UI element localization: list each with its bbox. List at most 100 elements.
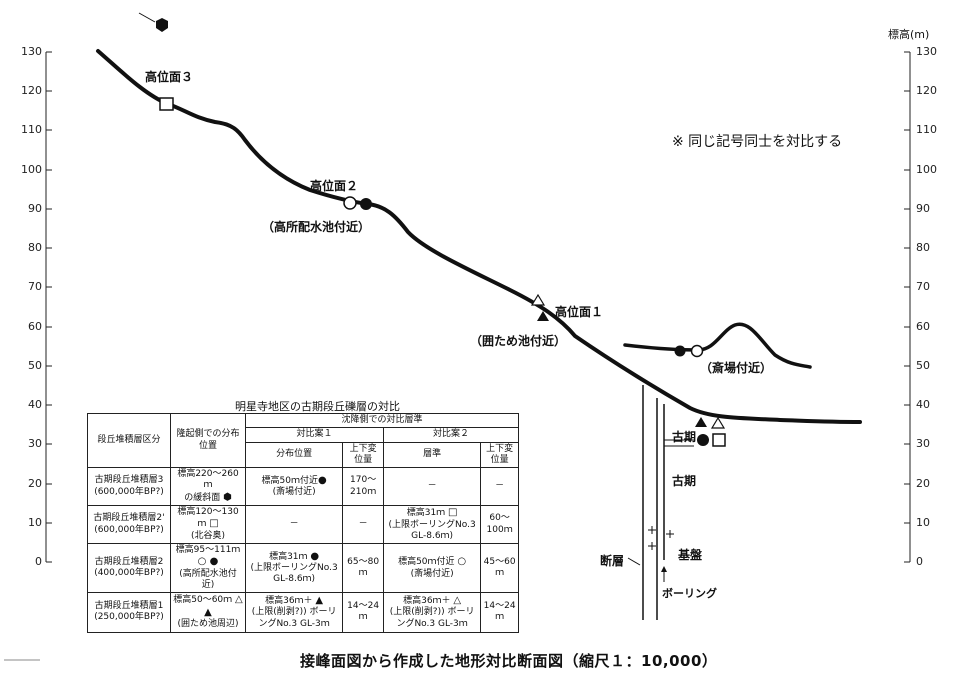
table-cell: 標高50ｍ付近●(斎場付近): [244, 467, 344, 506]
cell-text: (上限ボーリングNo.3 GL-8.6ｍ): [250, 563, 338, 585]
table-cell: －: [382, 467, 482, 506]
table-header-row: 分布位置 上下変位量 層準 上下変位量: [88, 441, 519, 468]
right-tick: 50: [916, 359, 930, 372]
header-cell: 層準: [382, 441, 482, 468]
label-kouiimen1: 高位面１: [555, 305, 604, 319]
left-tick: 70: [28, 280, 42, 293]
table-row: 古期段丘堆積層1(250,000年BP?) 標高50～60ｍ △ ▲(囲ため池周…: [87, 592, 519, 633]
terrain-profile-line: [96, 49, 862, 424]
header-cell: 対比案１: [245, 427, 384, 443]
header-cell: 上下変位量: [342, 441, 384, 468]
symbol-icon: ○: [457, 556, 467, 568]
cell-text: 古期段丘堆積層1: [94, 601, 164, 612]
table-cell: 45～60ｍ: [480, 542, 519, 594]
left-tick: 10: [28, 516, 42, 529]
comparison-table: 段丘堆積層区分 隆起側での分布位置 沈降側での対比層準 対比案１ 対比案２ 分布…: [87, 412, 519, 633]
label-kiban: 基盤: [678, 548, 703, 562]
label-kouiimen1-location: （囲ため池付近）: [470, 334, 567, 348]
header-cell: 段丘堆積層区分: [87, 413, 171, 468]
right-tick: 110: [916, 123, 937, 136]
open-circle-symbol-high2: [343, 196, 357, 210]
table-row: 古期段丘堆積層2(400,000年BP?) 標高95～111ｍ ○ ●(高所配水…: [87, 542, 519, 594]
table-cell: －: [480, 467, 519, 506]
saijo-ridge-line: [623, 322, 812, 369]
label-boring: ボーリング: [662, 587, 717, 600]
cell-text: 標高50ｍ付近: [398, 557, 455, 568]
right-axis-ticks: [904, 51, 910, 563]
label-kouiimen3: 高位面３: [145, 70, 194, 84]
header-cell: 分布位置: [244, 441, 344, 468]
cell-text: (高所配水池付近): [179, 568, 237, 590]
cell-text: 標高95～111ｍ: [175, 545, 241, 555]
table-cell: 標高95～111ｍ ○ ●(高所配水池付近): [170, 542, 246, 594]
left-tick: 0: [35, 555, 42, 568]
table-cell: 標高50～60ｍ △ ▲(囲ため池周辺): [170, 592, 246, 633]
table-cell: 標高31ｍ □(上限ボーリングNo.3 GL-8.6ｍ): [382, 505, 482, 544]
cell-text: (600,000年BP?): [94, 486, 164, 497]
cell-text: 標高120～130ｍ: [177, 507, 239, 530]
right-tick: 70: [916, 280, 930, 293]
cell-text: 標高36ｍ＋: [265, 595, 313, 606]
table-cell: 14～24ｍ: [480, 592, 519, 633]
symbol-icon: □: [448, 507, 458, 518]
boring-arrow-head: [661, 566, 667, 572]
left-tick: 90: [28, 202, 42, 215]
filled-triangle-symbol-high1: [537, 311, 549, 321]
symbol-icon: □: [209, 518, 219, 530]
table-cell: 古期段丘堆積層2'(600,000年BP?): [87, 505, 171, 544]
right-tick: 120: [916, 84, 937, 97]
left-tick: 100: [21, 163, 42, 176]
cell-text: －: [427, 480, 437, 491]
filled-circle-symbol-boring: [697, 434, 709, 446]
fault-pointer: [627, 557, 641, 566]
left-tick: 110: [21, 123, 42, 136]
filled-circle-symbol-saijo: [674, 345, 686, 357]
left-axis-ticks: [46, 51, 52, 563]
table-cell: 60～100ｍ: [480, 505, 519, 544]
table-cell: 標高36ｍ＋ △(上限(削剥?)) ボーリングNo.3 GL-3ｍ: [382, 592, 482, 633]
comparison-note: ※ 同じ記号同士を対比する: [672, 134, 843, 150]
cell-text: (北谷奥): [190, 530, 226, 541]
header-cell: 対比案２: [383, 427, 519, 443]
right-tick: 20: [916, 477, 930, 490]
cell-text: 標高220～260ｍ: [177, 469, 239, 491]
open-triangle-symbol-high1: [530, 293, 546, 306]
cell-text: 古期段丘堆積層3: [94, 475, 164, 486]
table-cell: 古期段丘堆積層3(600,000年BP?): [87, 467, 171, 506]
header-cell: 沈降側での対比層準: [245, 412, 519, 429]
filled-circle-symbol-high2: [360, 198, 372, 210]
cell-text: 古期段丘堆積層2: [94, 556, 164, 567]
cell-text: (上限ボーリングNo.3 GL-8.6ｍ): [388, 519, 476, 541]
right-tick: 80: [916, 241, 930, 254]
label-koki-lower: 古期: [672, 474, 697, 488]
filled-triangle-symbol-boring: [695, 417, 707, 427]
cell-text: 標高31ｍ: [269, 551, 308, 562]
label-dansou: 断層: [600, 554, 625, 568]
right-tick: 90: [916, 202, 930, 215]
table-cell: －: [244, 505, 344, 544]
label-kouiimen2-location: （高所配水池付近）: [262, 220, 371, 234]
table-cell: 標高120～130ｍ □(北谷奥): [170, 505, 246, 544]
right-tick: 0: [916, 555, 923, 568]
hexagon-symbol: [156, 18, 168, 32]
table-cell: 65～80ｍ: [342, 542, 384, 594]
cell-text: 標高50～60ｍ: [173, 595, 233, 606]
symbol-icon: △ ▲: [204, 594, 243, 618]
cell-text: (斎場付近): [410, 568, 454, 579]
table-cell: －: [342, 505, 384, 544]
symbol-icon: ▲: [315, 594, 324, 606]
label-kouiimen2: 高位面２: [310, 179, 359, 193]
table-cell: 古期段丘堆積層1(250,000年BP?): [87, 592, 171, 633]
right-axis-title: 標高(m): [888, 28, 930, 41]
right-tick: 30: [916, 437, 930, 450]
right-tick: 100: [916, 163, 937, 176]
cell-text: 標高36ｍ＋: [403, 595, 451, 606]
cell-text: (400,000年BP?): [94, 568, 164, 579]
cell-text: (600,000年BP?): [94, 524, 164, 535]
symbol-icon: ●: [317, 474, 327, 486]
cell-text: 古期段丘堆積層2': [93, 513, 165, 524]
